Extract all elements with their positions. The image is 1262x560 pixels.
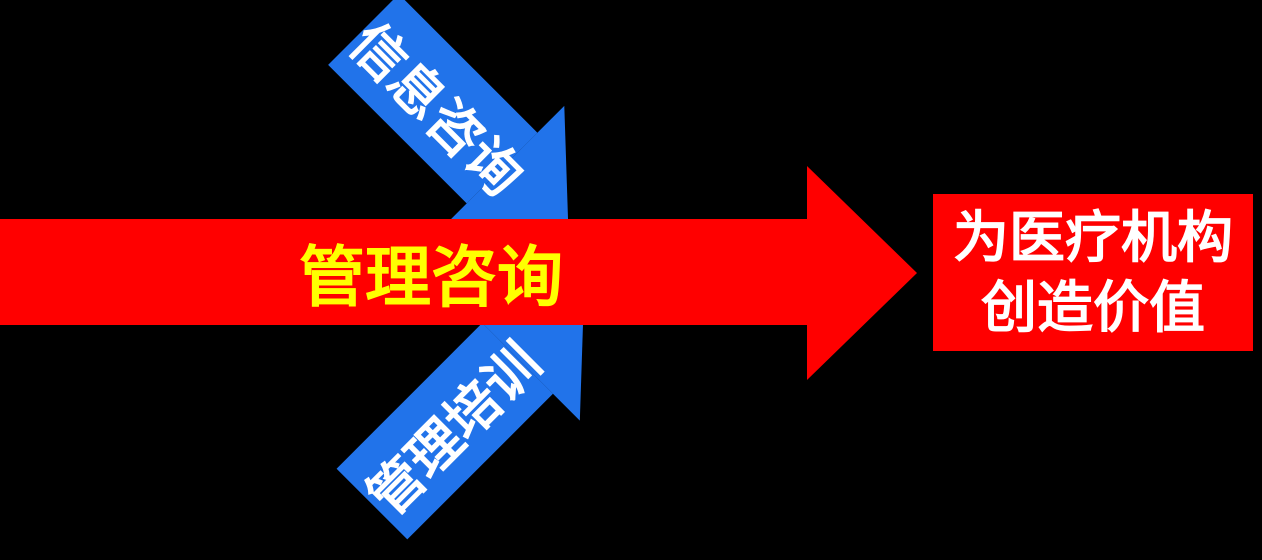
- arrow-management-consulting-head-icon: [807, 166, 917, 380]
- arrow-management-consulting-label: 管理咨询: [299, 240, 563, 314]
- value-box: 为医疗机构 创造价值: [933, 194, 1253, 351]
- value-box-line2: 创造价值: [981, 275, 1205, 339]
- value-box-line1: 为医疗机构: [953, 205, 1233, 269]
- arrow-management-consulting-shaft: [0, 219, 807, 325]
